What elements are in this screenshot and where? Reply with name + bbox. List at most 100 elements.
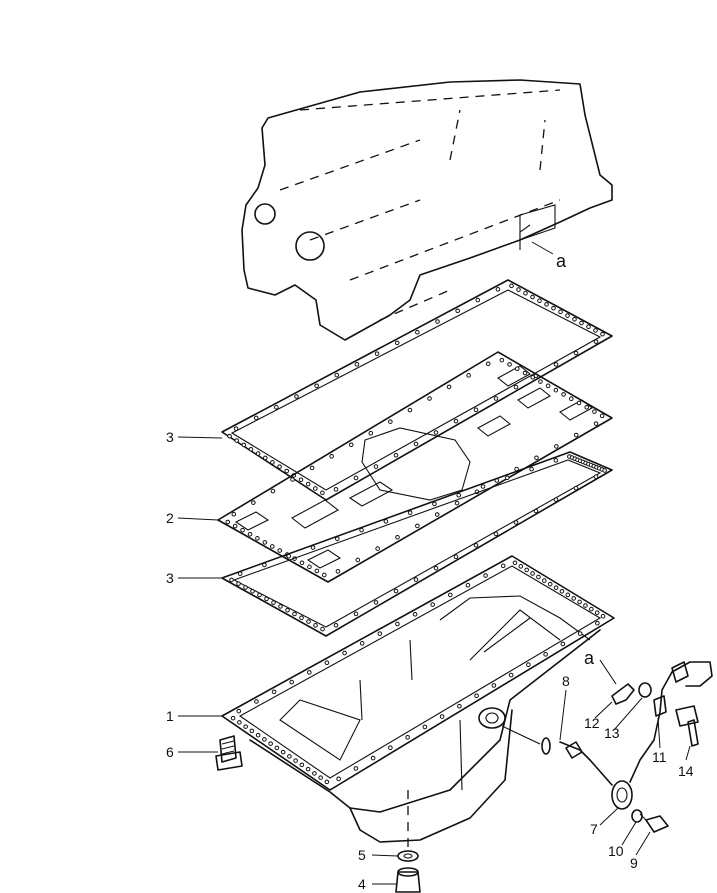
bolt-hole (255, 451, 261, 456)
bolt-hole (293, 758, 298, 763)
bolt-hole (329, 454, 334, 459)
bolt-hole (543, 652, 548, 657)
callout-14: 14 (678, 763, 694, 779)
bolt-hole (576, 400, 582, 406)
bolt-hole (568, 396, 574, 402)
bolt-hole (513, 520, 519, 525)
bolt-hole (530, 374, 536, 380)
baffle-plate (217, 351, 613, 583)
bolt-hole (485, 361, 491, 367)
bolt-hole (243, 585, 248, 590)
bolt-hole (558, 309, 563, 315)
bolt-hole (395, 534, 400, 540)
bolt-hole (553, 585, 559, 591)
bolt-hole (457, 703, 462, 709)
bolt-hole (324, 660, 330, 666)
bolt-hole (377, 631, 383, 636)
bolt-hole (313, 623, 318, 628)
bolt-hole (435, 319, 440, 324)
bolt-hole (335, 569, 341, 574)
callout-4: 4 (358, 876, 366, 892)
bolt-hole (395, 621, 400, 627)
bolt-hole (504, 475, 510, 481)
bolt-hole (312, 771, 317, 776)
bolt-hole (299, 762, 305, 768)
bolt-hole (236, 581, 241, 586)
bolt-hole (516, 287, 521, 292)
leader-lines (177, 436, 691, 885)
bolt-hole (589, 606, 594, 612)
bolt-hole (434, 512, 440, 517)
bolt-hole (565, 313, 570, 318)
bolt-hole (600, 613, 606, 619)
bolt-hole (373, 600, 379, 605)
bolt-hole (307, 670, 312, 675)
bolt-hole (240, 527, 245, 533)
bolt-hole (439, 714, 445, 719)
bolt-hole (577, 599, 582, 605)
bolt-hole (524, 567, 529, 573)
callout-7: 7 (590, 821, 598, 837)
bolt-hole (508, 672, 514, 678)
bolt-hole (526, 662, 531, 667)
callout-12: 12 (584, 715, 600, 731)
bolt-hole (324, 779, 330, 785)
bolt-hole (269, 544, 275, 549)
sensor-harness (629, 661, 713, 783)
bolt-hole (551, 305, 556, 311)
harness-bracket (599, 659, 635, 705)
bolt-hole (432, 501, 437, 507)
bolt-hole (415, 329, 420, 335)
bolt-hole (306, 619, 311, 624)
bolt-hole (493, 531, 499, 537)
bolt-hole (491, 683, 497, 688)
callout-2: 2 (166, 510, 174, 526)
bolt-hole (234, 438, 240, 443)
bolt-hole (353, 475, 359, 481)
bolt-hole (565, 592, 571, 598)
bolt-hole (448, 592, 453, 598)
bolt-hole (573, 432, 579, 438)
bolt-hole (592, 409, 597, 414)
bolt-hole (255, 732, 261, 738)
bolt-hole (407, 407, 413, 413)
bolt-hole (262, 562, 267, 568)
bolt-hole (456, 492, 462, 498)
bolt-hole (427, 396, 432, 401)
callout-13: 13 (604, 725, 620, 741)
bolt-hole (522, 370, 528, 376)
oil-pan (221, 555, 615, 843)
bolt-hole (257, 592, 262, 598)
bolt-hole (388, 745, 393, 750)
bolt-hole (320, 626, 325, 632)
bolt-hole (334, 372, 340, 378)
bolt-hole (268, 741, 273, 746)
bolt-hole (318, 775, 323, 780)
pan-bolt (215, 735, 243, 771)
bolt-hole (284, 468, 290, 474)
bolt-hole (405, 735, 410, 740)
bolt-hole (262, 737, 267, 742)
o-ring (541, 737, 551, 755)
bracket-bolt (675, 705, 699, 747)
callout-3-upper: 3 (166, 429, 174, 445)
bolt-hole (530, 294, 535, 300)
callout-11: 11 (652, 749, 667, 765)
bolt-hole (233, 426, 239, 431)
bolt-hole (544, 302, 549, 307)
bolt-hole (593, 339, 599, 344)
bolt-hole (309, 465, 315, 471)
bolt-hole (500, 563, 506, 569)
bolt-hole (561, 392, 566, 397)
bolt-hole (430, 602, 435, 607)
bolt-hole (270, 460, 275, 465)
bolt-hole (518, 564, 524, 569)
bolt-hole (314, 383, 319, 389)
bolt-hole (453, 554, 459, 560)
bolt-hole (415, 523, 420, 529)
bolt-hole (593, 421, 599, 426)
callout-labels: 1 2 3 3 4 5 6 7 8 9 10 11 12 13 14 a a (166, 251, 694, 892)
bolt-hole (359, 641, 365, 646)
bolt-hole (227, 433, 232, 439)
bolt-hole (254, 699, 259, 704)
